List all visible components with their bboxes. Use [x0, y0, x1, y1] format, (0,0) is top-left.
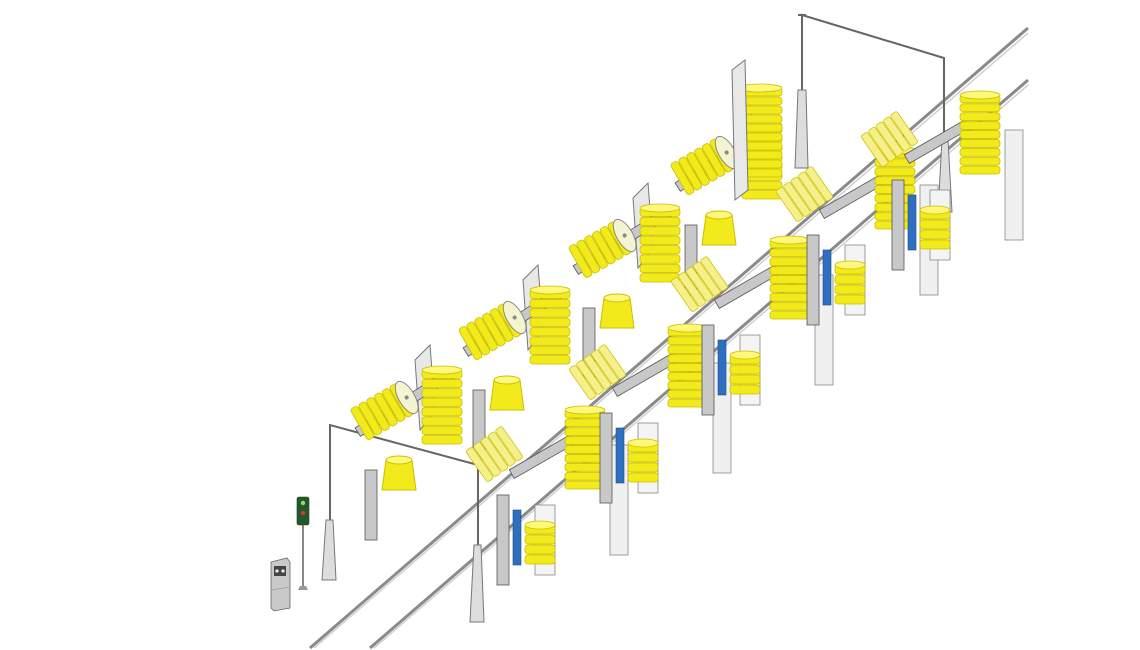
- rear-wash-unit: [458, 263, 571, 461]
- lower-brush: [729, 350, 761, 395]
- vertical-brush: [959, 90, 1001, 175]
- front-wash-unit: [670, 235, 834, 416]
- signal-green-light: [300, 500, 306, 506]
- vertical-brush: [529, 285, 571, 365]
- blue-panel: [512, 509, 522, 566]
- tilted-brush: [860, 111, 918, 167]
- lower-brush: [834, 260, 866, 305]
- signal-red-light: [300, 510, 306, 516]
- tilted-brush: [465, 426, 523, 482]
- vertical-brush: [421, 365, 463, 445]
- vertical-brush: [639, 203, 681, 283]
- lower-brush: [524, 520, 556, 565]
- roof-brush: [458, 300, 527, 360]
- tilted-brush: [670, 256, 728, 312]
- front-wash-unit: [568, 323, 732, 504]
- blue-panel: [907, 194, 917, 251]
- front-wash-unit: [860, 90, 1024, 271]
- rear-wash-unit: [350, 343, 463, 541]
- rear-wash-unit: [568, 181, 681, 379]
- roof-brush: [350, 380, 419, 440]
- roof-brush: [568, 218, 637, 278]
- rear-wash-unit: [737, 83, 783, 178]
- traffic-signal: [296, 496, 310, 590]
- roof-brush: [670, 135, 739, 195]
- vertical-brush: [769, 235, 811, 320]
- front-wash-unit: [465, 405, 629, 586]
- tilted-brush: [775, 166, 833, 222]
- payment-terminal: [270, 557, 291, 612]
- lower-brush: [627, 438, 659, 483]
- blue-panel: [822, 249, 832, 306]
- blue-panel: [615, 427, 625, 484]
- tilted-brush: [568, 344, 626, 400]
- vertical-brush: [564, 405, 606, 490]
- vertical-brush: [737, 83, 783, 178]
- front-gantry: [321, 423, 485, 623]
- blue-panel: [717, 339, 727, 396]
- lower-brush: [919, 205, 951, 250]
